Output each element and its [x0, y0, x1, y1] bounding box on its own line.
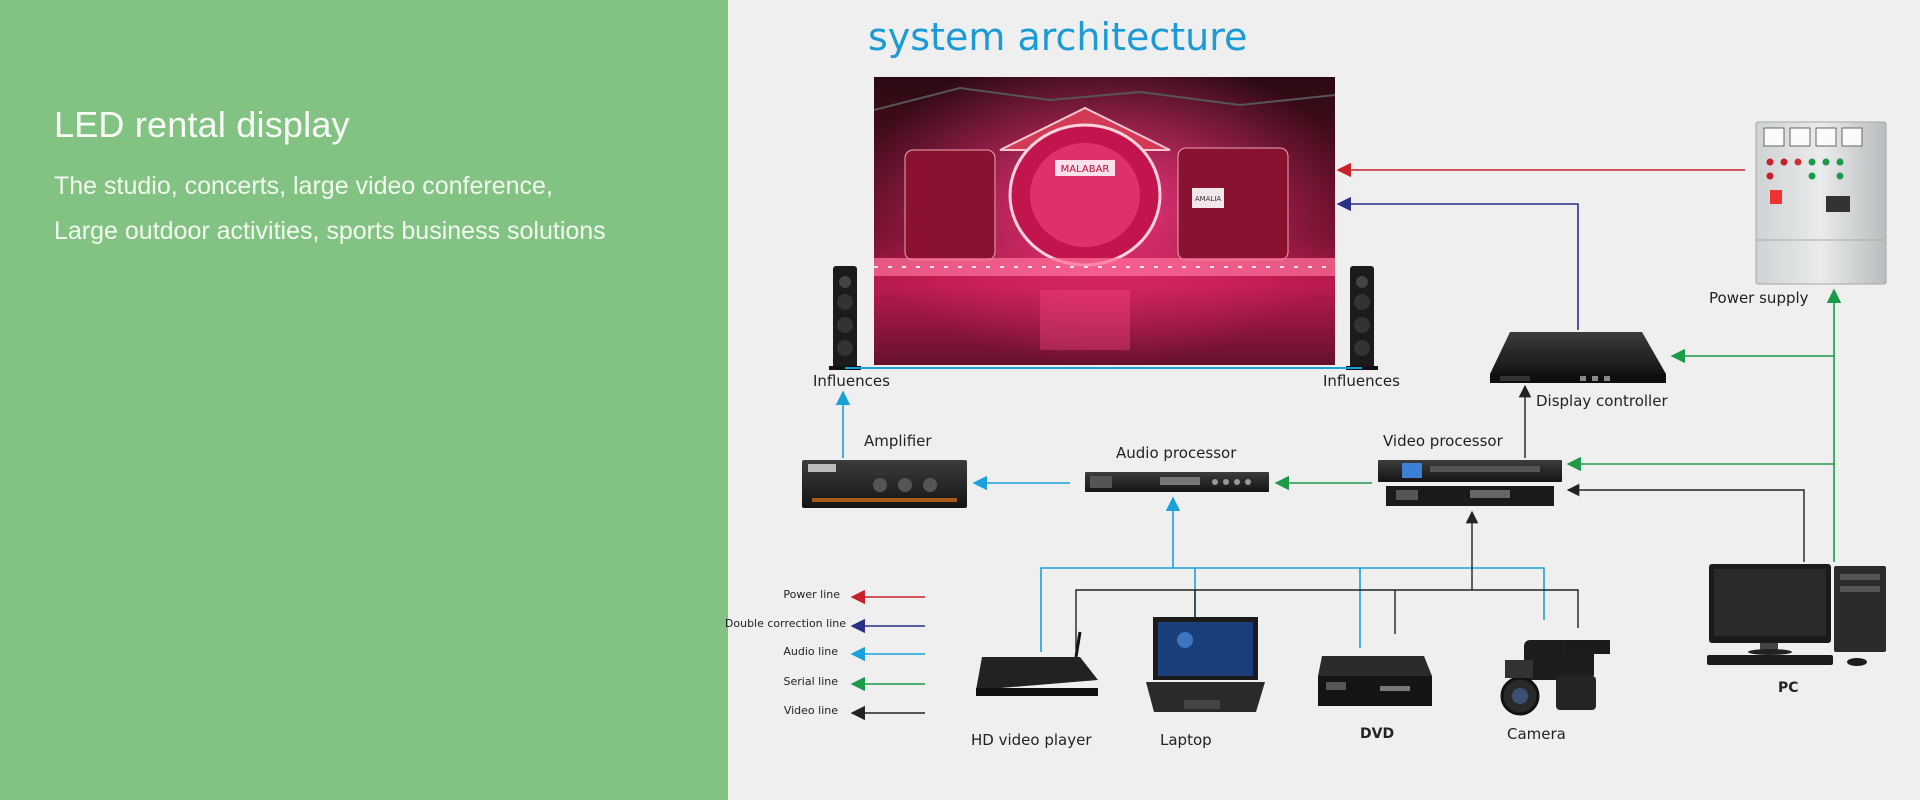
pc-image	[1707, 564, 1886, 666]
screen-brand-text: MALABAR	[1061, 164, 1110, 175]
pc-label: PC	[1778, 680, 1799, 696]
amplifier-label: Amplifier	[864, 432, 932, 450]
product-title: LED rental display	[54, 104, 350, 145]
left-panel: LED rental display The studio, concerts,…	[0, 0, 728, 800]
description-line-2: Large outdoor activities, sports busines…	[54, 217, 606, 245]
audio-bus-line	[1040, 567, 1545, 652]
video-line-from-pc	[1566, 483, 1805, 562]
display-controller-label: Display controller	[1536, 392, 1668, 410]
audio-processor-label: Audio processor	[1116, 444, 1237, 462]
video-bus-line	[1075, 589, 1579, 650]
speaker-right-image	[1346, 266, 1378, 370]
laptop-image	[1146, 617, 1265, 712]
dvd-image	[1318, 656, 1432, 706]
video-processor-label: Video processor	[1383, 432, 1504, 450]
camera-label: Camera	[1507, 725, 1566, 743]
legend: Power line Double correction line Audio …	[725, 588, 925, 721]
influences-right-label: Influences	[1323, 372, 1400, 390]
legend-label-serial: Serial line	[784, 675, 839, 688]
laptop-label: Laptop	[1160, 731, 1212, 749]
amplifier-image	[802, 460, 967, 508]
legend-label-audio: Audio line	[783, 645, 838, 658]
diagram-title: system architecture	[868, 15, 1247, 59]
camera-image	[1500, 640, 1610, 716]
dvd-label: DVD	[1360, 726, 1394, 742]
legend-label-video: Video line	[784, 704, 838, 717]
power-supply-label: Power supply	[1709, 289, 1809, 307]
hd-video-player-label: HD video player	[971, 731, 1092, 749]
screen-right-logo: AMALIA	[1195, 195, 1222, 203]
video-processor-image	[1378, 460, 1562, 506]
led-screen-image: MALABAR AMALIA	[873, 77, 1336, 365]
hd-video-player-image	[976, 631, 1098, 696]
audio-processor-image	[1085, 472, 1269, 492]
description-line-1: The studio, concerts, large video confer…	[54, 172, 553, 200]
influences-left-label: Influences	[813, 372, 890, 390]
legend-label-correction: Double correction line	[725, 617, 846, 630]
legend-label-power: Power line	[783, 588, 840, 601]
power-supply-image	[1755, 121, 1887, 285]
speaker-left-image	[829, 266, 861, 370]
correction-line-to-screen	[1336, 196, 1579, 330]
display-controller-image	[1490, 332, 1666, 383]
